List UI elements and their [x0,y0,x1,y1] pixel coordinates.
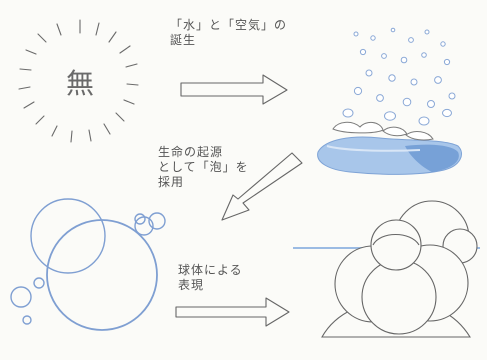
sphere-sculpture [321,200,478,338]
caption-sphere-expression: 球体による 表現 [178,263,243,292]
bubble-large [46,219,158,331]
nothingness-burst [18,19,139,143]
bubble-small-3 [134,213,146,225]
water-pool [317,121,462,175]
arrow-right-1 [180,74,288,105]
caption-water-air-birth: 「水」と「空気」の 誕生 [170,18,288,47]
bubble-small-2 [148,212,166,230]
bubble-small-4 [10,286,32,308]
caption-bubble-origin: 生命の起源 として「泡」を 採用 [158,145,249,189]
sphere-top-rim [372,233,420,246]
arrow-right-2 [175,297,290,327]
arrow-diagonal [221,152,303,221]
sphere-top-small [370,219,422,271]
bubble-medium [30,198,106,274]
bubble-small-6 [22,315,32,325]
bubble-small-5 [33,277,45,289]
sphere-front [361,259,437,335]
nothingness-label: 無 [66,67,95,100]
bubble-cluster [10,198,166,331]
rising-bubbles [342,27,456,126]
